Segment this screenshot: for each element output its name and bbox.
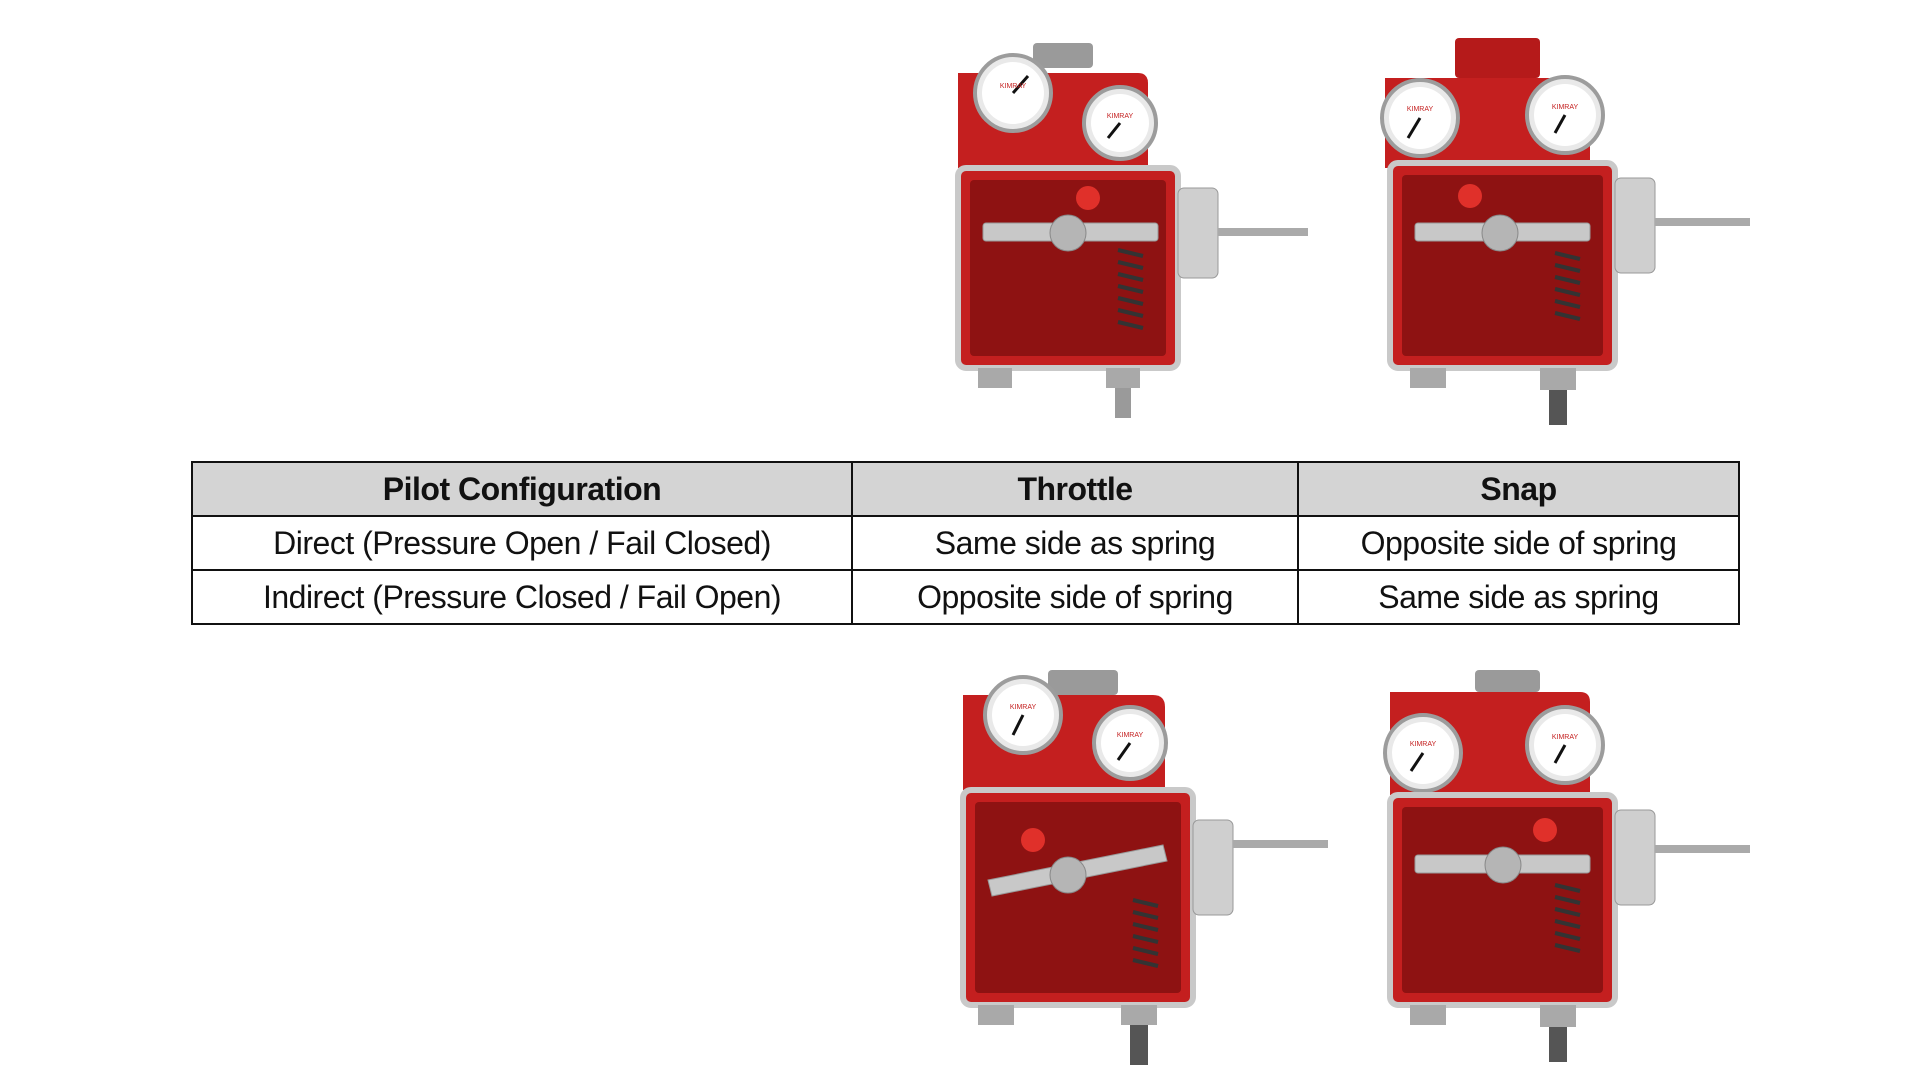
bottom-fitting <box>1410 368 1446 388</box>
gauge-icon: KIMRAY <box>1525 705 1605 785</box>
header-throttle: Throttle <box>851 461 1299 517</box>
cell-configuration: Indirect (Pressure Closed / Fail Open) <box>191 569 853 625</box>
bottom-fitting <box>978 368 1012 388</box>
bottom-stem <box>1130 1025 1148 1065</box>
housing-interior <box>1402 175 1603 356</box>
svg-text:KIMRAY: KIMRAY <box>1117 732 1144 739</box>
gauge-icon: KIMRAY <box>983 675 1063 755</box>
gauge-icon: KIMRAY <box>1092 705 1168 781</box>
spring <box>1554 883 1581 953</box>
pilot-configuration-table: Pilot Configuration Throttle Snap Direct… <box>191 461 1740 625</box>
stem-rod <box>1233 840 1328 848</box>
spring <box>1117 248 1144 330</box>
stem-rod <box>1655 845 1750 853</box>
stem-rod <box>1218 228 1308 236</box>
cell-configuration: Direct (Pressure Open / Fail Closed) <box>191 515 853 571</box>
gauge-icon: KIMRAY <box>973 53 1053 133</box>
top-cap <box>1048 670 1118 695</box>
cell-throttle: Opposite side of spring <box>851 569 1299 625</box>
spring <box>1554 251 1581 321</box>
table-header-row: Pilot Configuration Throttle Snap <box>191 461 1740 517</box>
pilot-valve-image-top-left: KIMRAY KIMRAY <box>938 38 1318 423</box>
pilot-valve-image-bottom-right: KIMRAY KIMRAY <box>1375 665 1755 1070</box>
cell-snap: Opposite side of spring <box>1297 515 1740 571</box>
pilot-valve-illustration: KIMRAY KIMRAY <box>1380 38 1750 425</box>
top-cap <box>1455 38 1540 78</box>
gauge-icon: KIMRAY <box>1383 713 1463 793</box>
svg-text:KIMRAY: KIMRAY <box>1407 106 1434 113</box>
red-knob <box>1076 186 1100 210</box>
pilot-valve-illustration: KIMRAY KIMRAY <box>955 43 1308 418</box>
pivot <box>1481 214 1519 252</box>
pivot <box>1049 856 1087 894</box>
pilot-valve-illustration: KIMRAY KIMRAY <box>960 670 1328 1065</box>
gauge-icon: KIMRAY <box>1380 78 1460 158</box>
red-knob <box>1458 184 1482 208</box>
stem-rod <box>1655 218 1750 226</box>
svg-text:KIMRAY: KIMRAY <box>1410 741 1437 748</box>
svg-text:KIMRAY: KIMRAY <box>1552 104 1579 111</box>
svg-text:KIMRAY: KIMRAY <box>1010 704 1037 711</box>
threaded-adapter <box>1177 187 1219 279</box>
red-knob <box>1533 818 1557 842</box>
cell-throttle: Same side as spring <box>851 515 1299 571</box>
gauge-icon: KIMRAY <box>1082 85 1158 161</box>
pivot <box>1049 214 1087 252</box>
bottom-fitting <box>978 1005 1014 1025</box>
header-snap: Snap <box>1297 461 1740 517</box>
pilot-valve-image-top-right: KIMRAY KIMRAY <box>1375 33 1755 428</box>
bottom-stem <box>1115 388 1131 418</box>
pilot-valve-image-bottom-left: KIMRAY KIMRAY <box>953 665 1333 1070</box>
threaded-adapter <box>1192 819 1234 916</box>
top-cap <box>1033 43 1093 68</box>
svg-text:KIMRAY: KIMRAY <box>1000 83 1027 90</box>
bottom-stem <box>1549 1027 1567 1062</box>
svg-text:KIMRAY: KIMRAY <box>1107 113 1134 120</box>
cell-snap: Same side as spring <box>1297 569 1740 625</box>
housing-interior <box>1402 807 1603 993</box>
threaded-adapter <box>1614 809 1656 906</box>
bottom-fitting <box>1121 1005 1157 1025</box>
svg-text:KIMRAY: KIMRAY <box>1552 734 1579 741</box>
bottom-fitting <box>1410 1005 1446 1025</box>
threaded-adapter <box>1614 177 1656 274</box>
bottom-fitting <box>1540 1005 1576 1027</box>
red-knob <box>1021 828 1045 852</box>
config-table: Pilot Configuration Throttle Snap Direct… <box>191 461 1740 625</box>
table-row: Direct (Pressure Open / Fail Closed) Sam… <box>191 515 1740 571</box>
top-cap <box>1475 670 1540 692</box>
header-pilot-configuration: Pilot Configuration <box>191 461 853 517</box>
pilot-valve-illustration: KIMRAY KIMRAY <box>1383 670 1750 1062</box>
gauge-icon: KIMRAY <box>1525 75 1605 155</box>
bottom-fitting <box>1540 368 1576 390</box>
spring <box>1132 898 1159 968</box>
bottom-stem <box>1549 390 1567 425</box>
bottom-fitting <box>1106 368 1140 388</box>
table-row: Indirect (Pressure Closed / Fail Open) O… <box>191 569 1740 625</box>
pivot <box>1484 846 1522 884</box>
